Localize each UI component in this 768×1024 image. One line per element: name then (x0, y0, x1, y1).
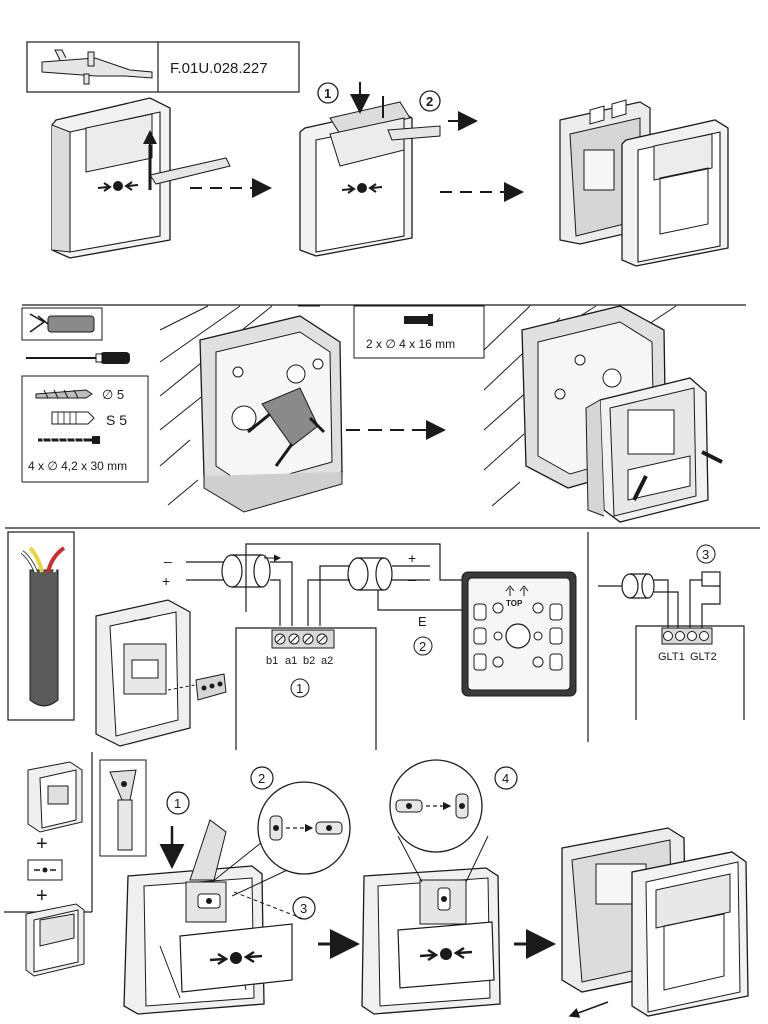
section-1-key-removal: F.01U.028.227 (26, 41, 729, 267)
slide-arrow (568, 1001, 609, 1018)
back-plate-top-view: TOP (461, 571, 577, 697)
press-dot-icon (357, 183, 367, 193)
terminal-callout: 1 (296, 681, 303, 696)
step-callout-2 (250, 766, 274, 790)
wall-plug-icon (51, 411, 95, 425)
section-3-wiring: b1 a1 b2 a2 1 – + + – E 2 (7, 531, 745, 750)
earth-label: E (418, 614, 427, 629)
minus-left: – (164, 553, 172, 569)
minus-right: – (408, 571, 416, 587)
key-tool-icon (41, 49, 153, 85)
wood-screw-icon (38, 435, 100, 445)
call-point-separated (559, 99, 729, 267)
part-number: F.01U.028.227 (170, 60, 268, 77)
step-callout-1 (166, 791, 190, 815)
svg-text:1: 1 (324, 86, 331, 101)
call-point-front-with-key (51, 97, 231, 259)
svg-text:2: 2 (258, 771, 265, 786)
terminal-strip-glt: GLT1 GLT2 (658, 627, 717, 663)
detail-magnifier-4 (389, 759, 489, 883)
svg-text:2: 2 (426, 94, 433, 109)
mounting-hardware-box: ∅ 5 S 5 4 x ∅ 4,2 x 30 mm (21, 375, 149, 483)
front-cover-part-icon (25, 903, 85, 977)
svg-text:1: 1 (174, 796, 181, 811)
terminal-glt1: GLT1 (658, 651, 685, 663)
terminal-glt2: GLT2 (690, 651, 717, 663)
plus-sign: + (36, 833, 48, 855)
part-number-box: F.01U.028.227 (26, 41, 300, 93)
detail-magnifier-2 (211, 781, 351, 897)
svg-text:3: 3 (300, 901, 307, 916)
assembly-parts-list: + + (4, 752, 93, 977)
plus-right: + (408, 550, 416, 566)
section-4-assembly: + + 1 2 3 4 (4, 752, 749, 1018)
terminal-a2: a2 (321, 655, 333, 667)
press-dot-icon (113, 181, 123, 191)
step-callout-4 (494, 766, 518, 790)
screw-icon (404, 316, 430, 324)
top-marking: TOP (506, 599, 523, 608)
glt-callout: 3 (702, 547, 709, 562)
cable-gland-box (21, 307, 103, 341)
cable-photo-box (7, 531, 75, 721)
svg-text:4: 4 (502, 771, 509, 786)
step-callout-2 (419, 90, 441, 112)
call-point-key-inserted: 1 2 (299, 82, 478, 257)
up-arrows-icon (505, 585, 529, 596)
wiring-diagram (186, 543, 480, 750)
earth-callout: 2 (419, 639, 426, 654)
terminal-a1: a1 (285, 655, 297, 667)
plug-size: S 5 (106, 412, 127, 428)
plus-sign: + (36, 885, 48, 907)
screw-spec-box: 2 x ∅ 4 x 16 mm (353, 305, 485, 359)
terminal-b2: b2 (303, 655, 315, 667)
arrow-left-icon (124, 181, 139, 191)
screw-size: 2 x ∅ 4 x 16 mm (366, 337, 455, 351)
screwdriver-icon (26, 352, 130, 364)
device-assembly-final (561, 827, 749, 1018)
key-detail-box (99, 759, 147, 857)
terminal-b1: b1 (266, 655, 278, 667)
device-assembly-step-1 (123, 819, 307, 1015)
step-callout-1 (317, 82, 339, 104)
plus-left: + (162, 573, 170, 589)
drill-size: ∅ 5 (102, 387, 124, 402)
wood-screw-size: 4 x ∅ 4,2 x 30 mm (28, 459, 127, 473)
terminal-strip-b1-a1-b2-a2: b1 a1 b2 a2 1 (266, 629, 335, 698)
electronics-module-with-terminal (95, 599, 227, 747)
arrow-right-icon (97, 182, 112, 192)
glt-wiring (598, 571, 745, 720)
module-part-icon (27, 761, 83, 833)
section-2-mounting: ∅ 5 S 5 4 x ∅ 4,2 x 30 mm (21, 305, 723, 523)
back-box-with-module (521, 305, 723, 523)
back-box-empty (199, 315, 343, 513)
device-assembly-step-2 (361, 867, 501, 1015)
step-callout-3 (292, 896, 316, 920)
drill-bit-icon (35, 389, 93, 399)
